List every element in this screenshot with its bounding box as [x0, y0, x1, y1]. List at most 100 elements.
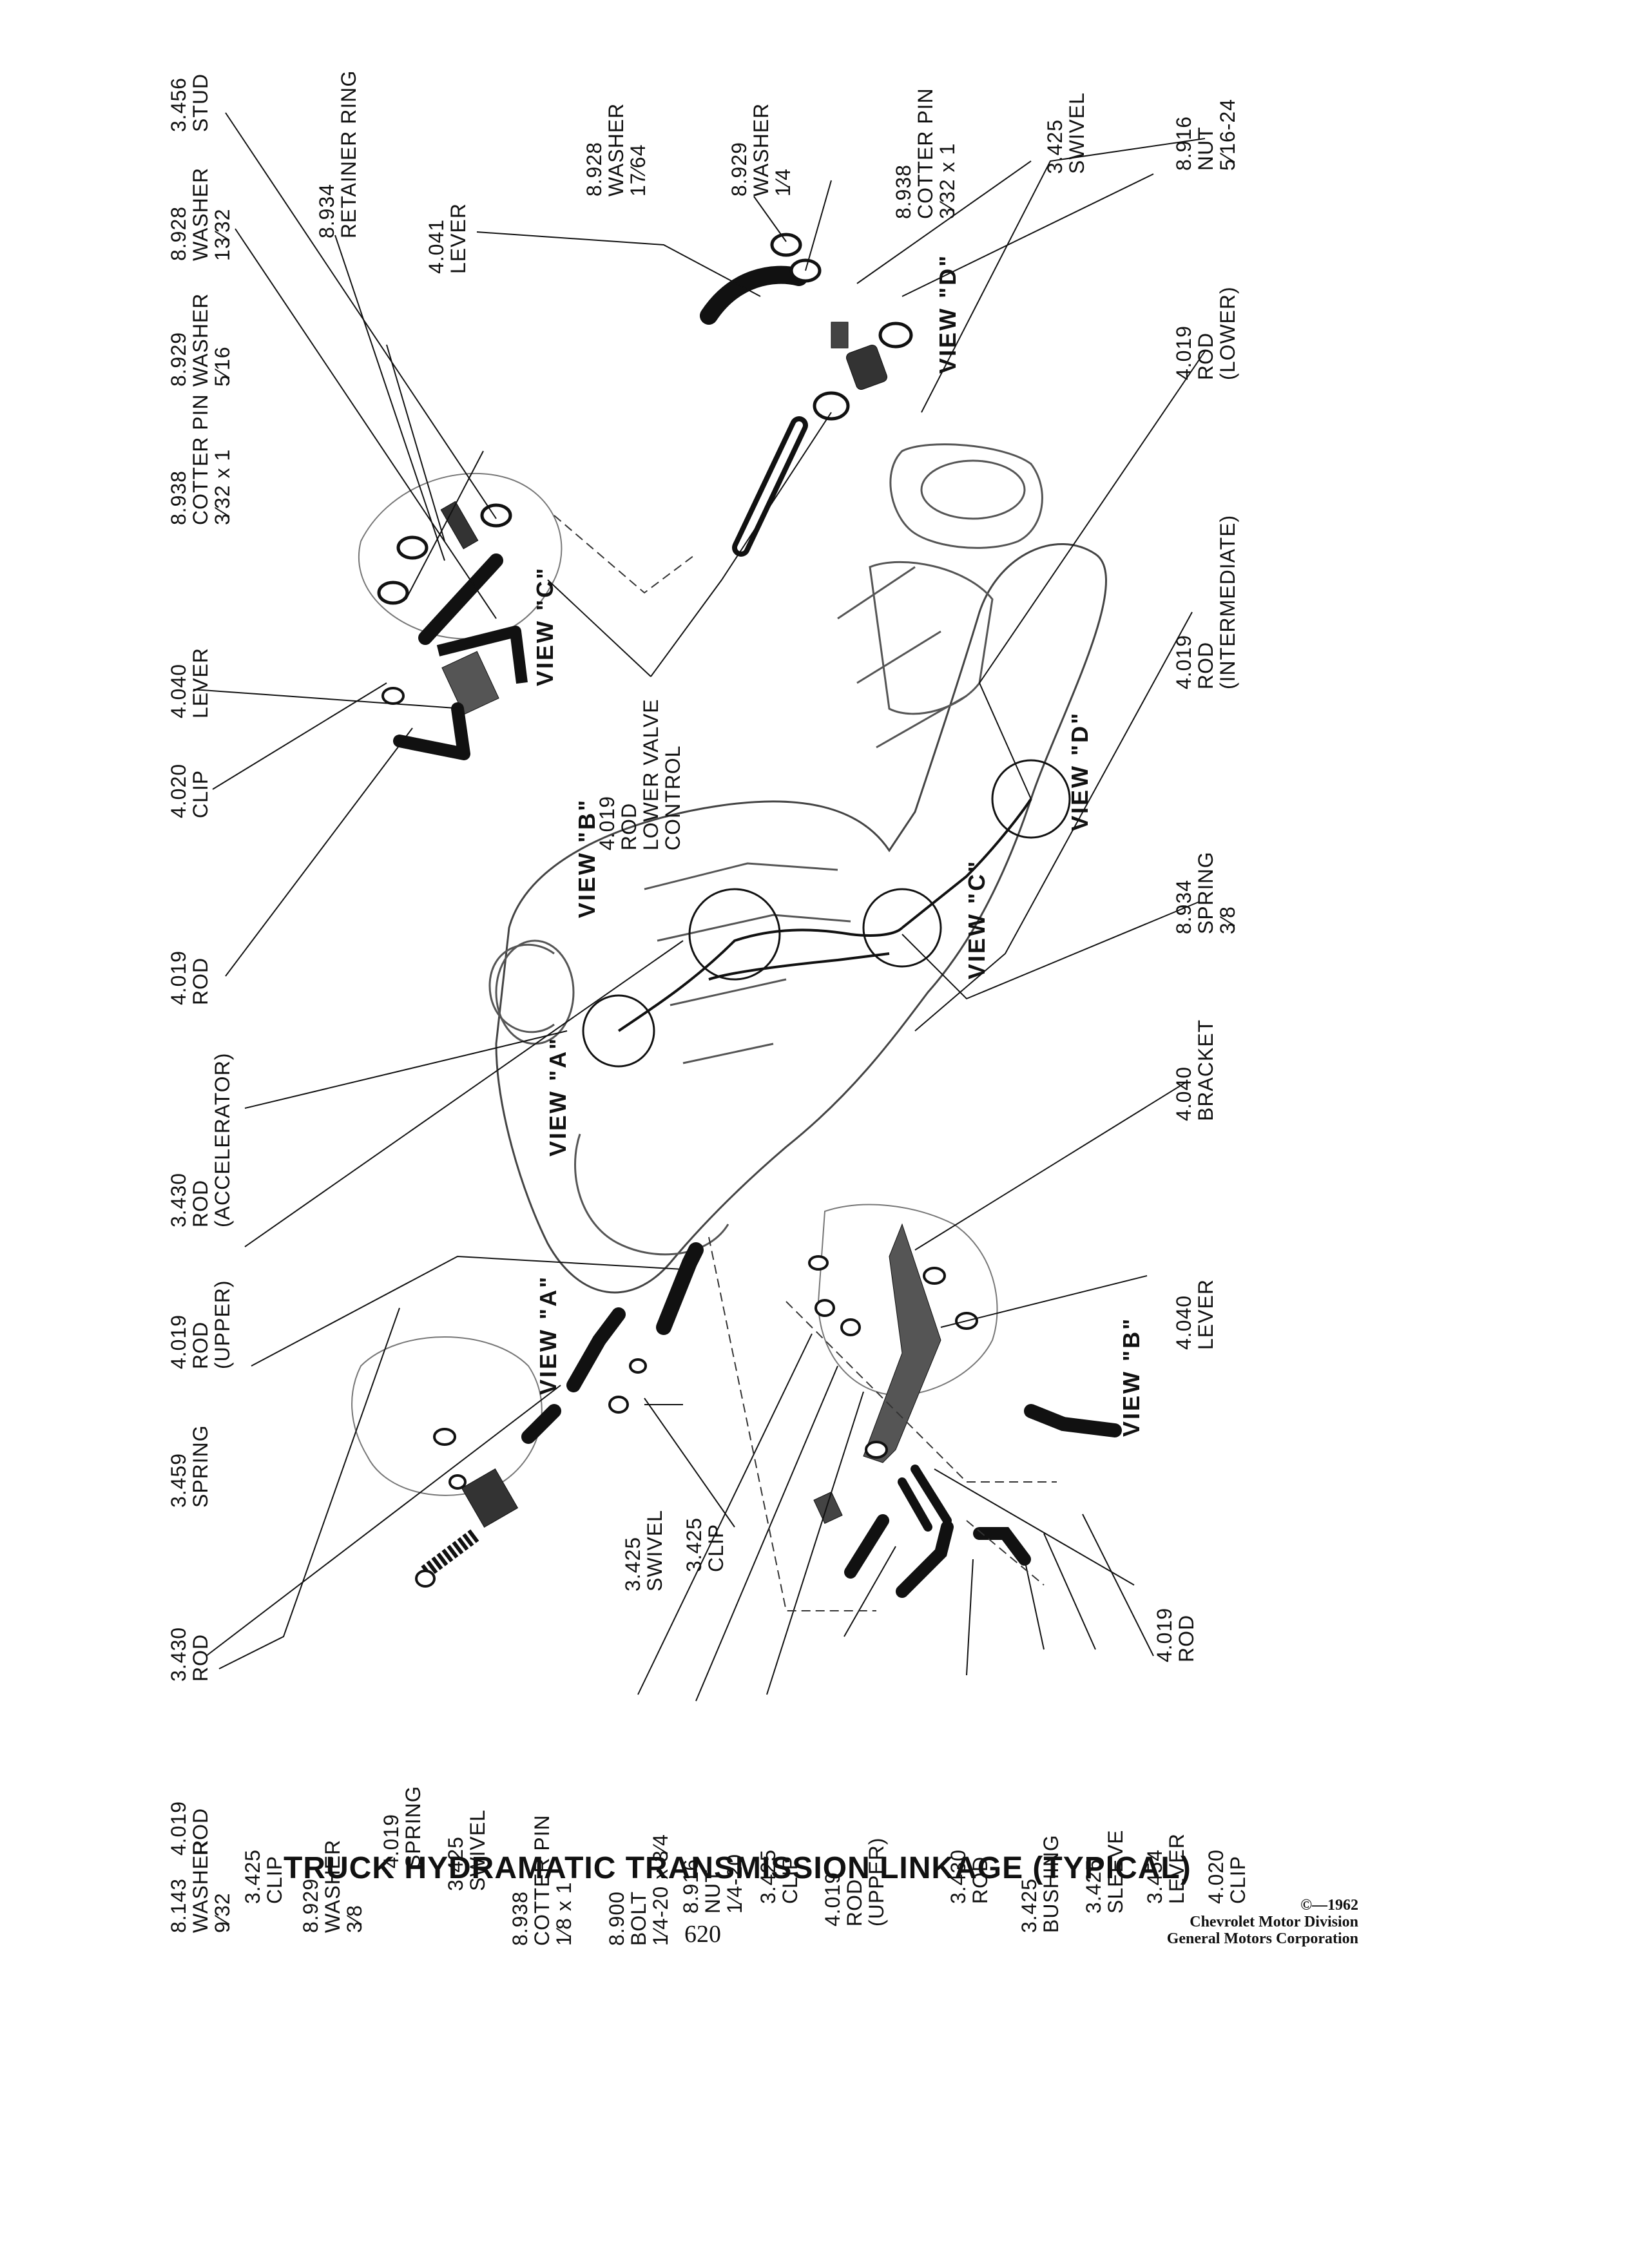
label-line: 1⁄4	[771, 168, 795, 197]
view-c-label-upper: VIEW "C"	[532, 566, 558, 686]
label-line: 8.929	[167, 331, 190, 387]
parts-top	[700, 233, 913, 557]
label-line: 3.430	[167, 1626, 190, 1682]
label-line: ROD	[1175, 1614, 1198, 1662]
label-line: RETAINER RING	[337, 70, 360, 238]
label-line: 4.040	[1172, 1066, 1195, 1121]
label-line: WASHER	[749, 102, 773, 197]
credit-corporation: General Motors Corporation	[1166, 1930, 1358, 1947]
label-line: 8.934	[315, 183, 338, 238]
label-line: ROD	[189, 957, 212, 1005]
dashed-phantom-lines	[554, 515, 1057, 1611]
label-line: 4.019	[1172, 325, 1195, 380]
label-line: 8.916	[1172, 115, 1195, 171]
view-circles	[582, 759, 1071, 1068]
label-line: 4.020	[1204, 1849, 1228, 1904]
label-line: 8.928	[167, 206, 190, 261]
label-line: COTTER PIN	[914, 88, 937, 219]
label-line: CLIP	[263, 1855, 286, 1904]
label-line: 3⁄32 x 1	[936, 142, 959, 219]
label-line: WASHER	[189, 293, 212, 387]
label-line: 4.020	[167, 763, 190, 818]
linkage-rods	[617, 798, 1032, 1032]
label-line: CLIP	[189, 769, 212, 818]
view-d-label-lower: VIEW "D"	[1066, 711, 1093, 831]
label-line: 4.019	[167, 1314, 190, 1369]
label-line: 8.938	[892, 164, 915, 219]
label-line: (ACCELERATOR)	[211, 1052, 234, 1227]
label-line: NUT	[1194, 126, 1217, 171]
label-line: ROD	[617, 802, 641, 850]
label-line: SPRING	[1194, 851, 1217, 934]
label-line: 3.425	[682, 1517, 706, 1572]
label-line: 5⁄16	[211, 346, 234, 387]
view-d-label-upper: VIEW "D"	[934, 253, 961, 374]
label-line: 3.459	[167, 1452, 190, 1508]
label-line: 3.430	[167, 1172, 190, 1227]
parts-upper-left	[377, 501, 528, 760]
label-line: 4.019	[167, 950, 190, 1005]
view-c-label-lower: VIEW "C"	[963, 859, 990, 979]
label-line: LOWER VALVE	[639, 698, 662, 850]
view-a-label-upper: VIEW "A"	[545, 1036, 571, 1157]
label-line: 8.143	[167, 1878, 190, 1933]
label-line: 3.425	[621, 1536, 644, 1591]
view-b-label-upper: VIEW "B"	[574, 798, 600, 918]
label-line: 4.019	[1153, 1607, 1176, 1662]
label-line: WASHER	[604, 102, 628, 197]
label-line: 3⁄8	[1216, 906, 1239, 934]
label-line: 3.425	[1043, 119, 1066, 174]
label-line: ROD	[189, 1179, 212, 1227]
label-line: 4.019	[1172, 634, 1195, 689]
label-line: 8.938	[167, 470, 190, 525]
parts-lower-left	[415, 1242, 704, 1588]
label-line: 4.040	[167, 663, 190, 718]
label-line: CONTROL	[661, 745, 684, 850]
label-line: 8.929	[728, 141, 751, 197]
label-line: ROD	[189, 1633, 212, 1682]
label-line: ROD	[1194, 332, 1217, 380]
label-line: SWIVEL	[1065, 92, 1088, 174]
label-line: 3.456	[167, 77, 190, 132]
label-line: SWIVEL	[643, 1510, 666, 1591]
label-line: 3⁄32 x 1	[211, 448, 234, 525]
label-line: 17⁄64	[626, 144, 650, 197]
label-line: 8.934	[1172, 879, 1195, 934]
label-line: 9⁄32	[211, 1892, 234, 1933]
parts-lower-right	[808, 1223, 1122, 1598]
label-line: LEVER	[1194, 1279, 1217, 1350]
label-line: 4.040	[1172, 1294, 1195, 1350]
view-a-label-lower: VIEW "A"	[535, 1274, 561, 1395]
credit-division: Chevrolet Motor Division	[1190, 1914, 1358, 1930]
label-line: COTTER PIN	[189, 394, 212, 525]
label-line: LEVER	[189, 648, 212, 718]
credit-year: ©—1962	[1300, 1897, 1358, 1914]
engine-transmission-sketch	[351, 443, 1107, 1496]
label-line: 13⁄32	[211, 208, 234, 261]
label-line: (UPPER)	[211, 1280, 234, 1369]
label-line: WASHER	[189, 1839, 212, 1933]
label-line: LEVER	[447, 203, 470, 274]
label-line: (LOWER)	[1216, 286, 1239, 380]
